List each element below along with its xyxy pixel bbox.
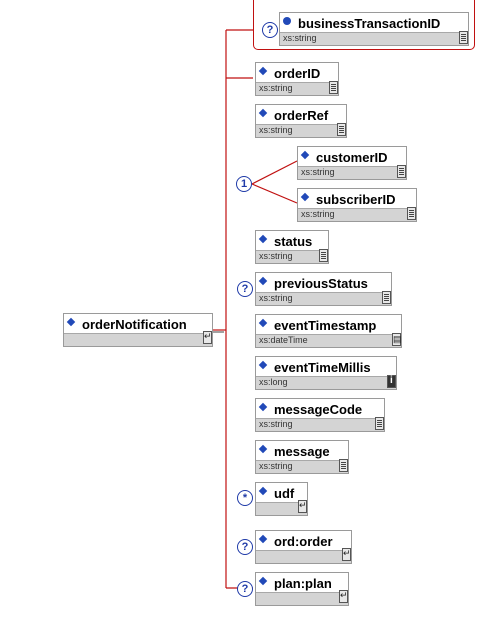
element-name: orderNotification: [82, 317, 187, 332]
complex-type-icon[interactable]: [203, 331, 212, 344]
element-diamond-icon: [258, 402, 268, 412]
element-diamond-icon: [300, 192, 310, 202]
element-type: xs:string: [301, 167, 335, 177]
element-name: status: [274, 234, 313, 249]
element-name: customerID: [316, 150, 388, 165]
simple-type-icon[interactable]: [375, 417, 384, 430]
element-name: previousStatus: [274, 276, 368, 291]
element-status[interactable]: status xs:string: [255, 230, 329, 264]
element-type: xs:string: [259, 293, 293, 303]
repeat-badge: *: [237, 490, 253, 506]
element-type: xs:long: [259, 377, 288, 387]
element-type: xs:string: [259, 83, 293, 93]
root-element-orderNotification[interactable]: orderNotification: [63, 313, 213, 347]
element-type: xs:string: [259, 125, 293, 135]
simple-type-icon[interactable]: [319, 249, 328, 262]
element-diamond-icon: [300, 150, 310, 160]
simple-type-icon[interactable]: [392, 333, 402, 346]
attribute-dot-icon: [283, 17, 291, 25]
element-messageCode[interactable]: messageCode xs:string: [255, 398, 385, 432]
optional-badge: ?: [237, 539, 253, 555]
element-name: orderRef: [274, 108, 329, 123]
element-type: xs:string: [283, 33, 317, 43]
element-type: xs:string: [301, 209, 335, 219]
element-diamond-icon: [258, 576, 268, 586]
element-eventTimeMillis[interactable]: eventTimeMillis xs:long: [255, 356, 397, 390]
element-diamond-icon: [258, 234, 268, 244]
element-diamond-icon: [258, 444, 268, 454]
element-message[interactable]: message xs:string: [255, 440, 349, 474]
element-name: ord:order: [274, 534, 333, 549]
complex-type-icon[interactable]: [298, 500, 307, 513]
element-type: xs:string: [259, 461, 293, 471]
element-name: businessTransactionID: [298, 16, 441, 31]
element-diamond-icon: [258, 360, 268, 370]
simple-type-icon[interactable]: [382, 291, 391, 304]
element-eventTimestamp[interactable]: eventTimestamp xs:dateTime: [255, 314, 402, 348]
simple-type-icon[interactable]: [407, 207, 416, 220]
simple-type-icon[interactable]: [339, 459, 348, 472]
element-diamond-icon: [258, 318, 268, 328]
simple-type-icon[interactable]: [397, 165, 406, 178]
complex-type-icon[interactable]: [342, 548, 351, 561]
element-type: xs:dateTime: [259, 335, 308, 345]
element-name: message: [274, 444, 330, 459]
choice-badge: 1: [236, 176, 252, 192]
element-customerID[interactable]: customerID xs:string: [297, 146, 407, 180]
complex-type-icon[interactable]: [339, 590, 348, 603]
element-name: subscriberID: [316, 192, 396, 207]
element-diamond-icon: [258, 66, 268, 76]
element-diamond-icon: [258, 534, 268, 544]
element-subscriberID[interactable]: subscriberID xs:string: [297, 188, 417, 222]
business-transaction-frame: [253, 0, 475, 50]
element-type: xs:string: [259, 419, 293, 429]
element-orderRef[interactable]: orderRef xs:string: [255, 104, 347, 138]
element-diamond-icon: [258, 108, 268, 118]
element-diamond-icon: [258, 276, 268, 286]
element-type: xs:string: [259, 251, 293, 261]
element-name: orderID: [274, 66, 321, 81]
element-diamond-icon: [258, 486, 268, 496]
optional-badge: ?: [237, 281, 253, 297]
simple-type-icon[interactable]: [337, 123, 346, 136]
info-icon[interactable]: [387, 375, 396, 388]
element-ord-order[interactable]: ord:order: [255, 530, 352, 564]
element-name: eventTimeMillis: [274, 360, 371, 375]
choice-branch-customer: [251, 160, 298, 185]
optional-badge: ?: [237, 581, 253, 597]
element-name: udf: [274, 486, 295, 501]
simple-type-icon[interactable]: [459, 31, 468, 44]
element-udf[interactable]: udf: [255, 482, 308, 516]
simple-type-icon[interactable]: [329, 81, 338, 94]
element-name: messageCode: [274, 402, 363, 417]
choice-branch-subscriber: [251, 183, 298, 204]
element-name: eventTimestamp: [274, 318, 377, 333]
optional-badge: ?: [262, 22, 278, 38]
element-plan-plan[interactable]: plan:plan: [255, 572, 349, 606]
element-name: plan:plan: [274, 576, 332, 591]
element-orderID[interactable]: orderID xs:string: [255, 62, 339, 96]
element-diamond-icon: [66, 317, 76, 327]
element-businessTransactionID[interactable]: businessTransactionID xs:string: [279, 12, 469, 46]
element-previousStatus[interactable]: previousStatus xs:string: [255, 272, 392, 306]
